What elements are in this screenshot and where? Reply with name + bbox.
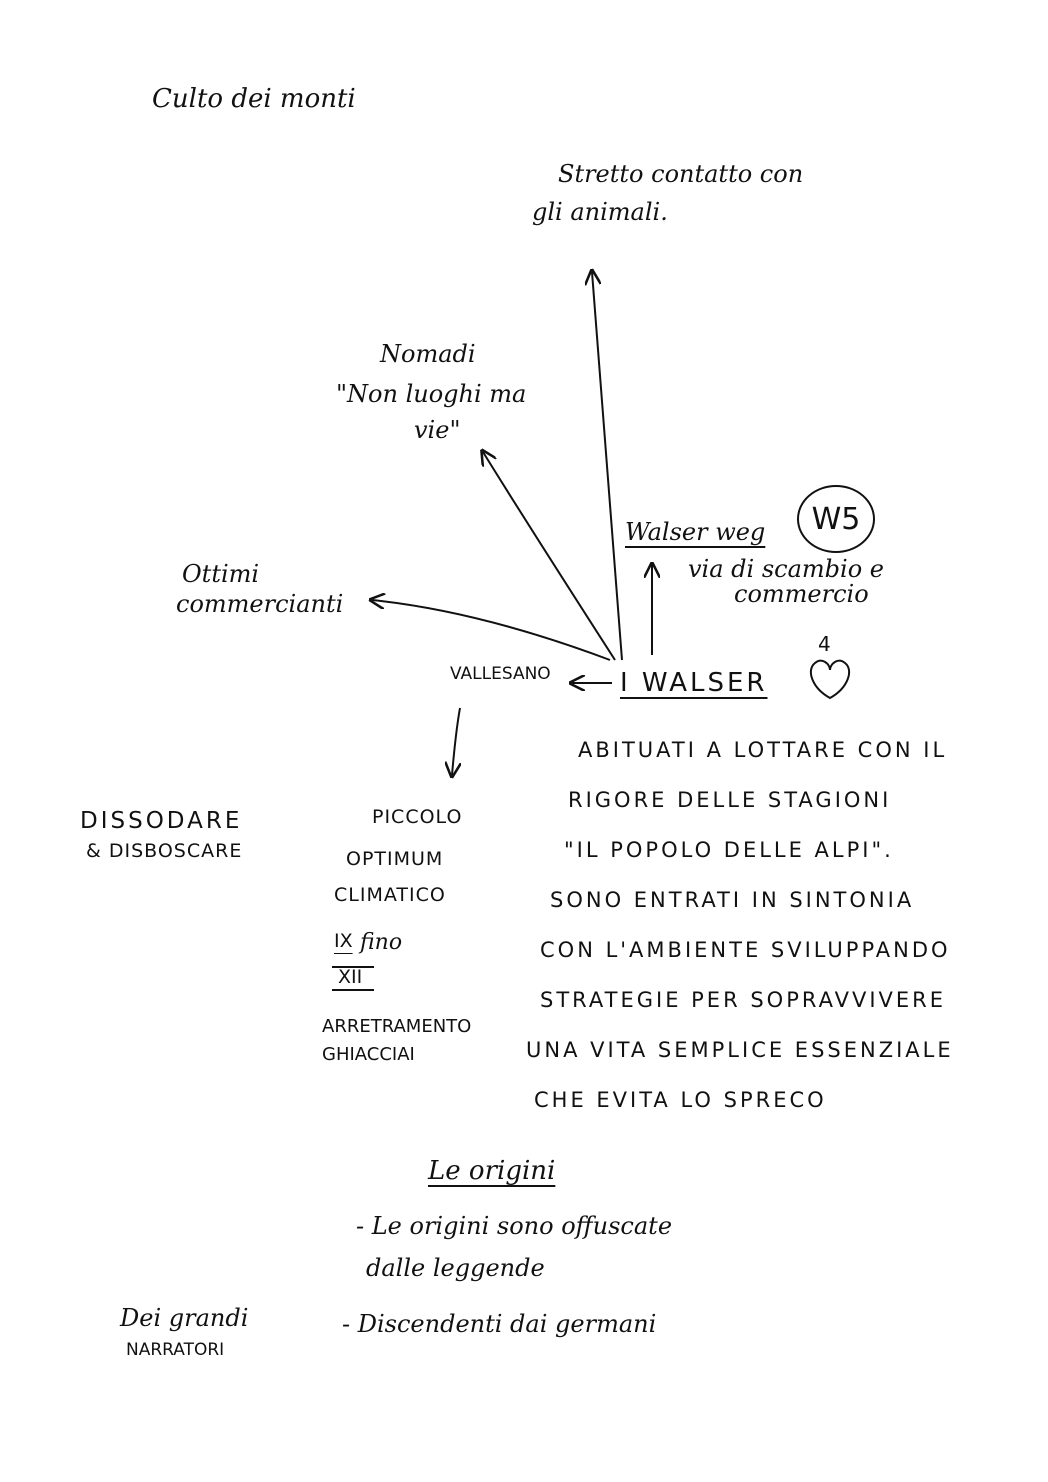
center-walser: I WALSER xyxy=(620,668,768,698)
piccolo-line-3: CLIMATICO xyxy=(334,884,446,906)
culto-text: Culto dei monti xyxy=(152,84,356,114)
abituati-line-3: "IL POPOLO DELLE ALPI". xyxy=(564,838,894,862)
narratori-line-2: NARRATORI xyxy=(126,1340,225,1360)
piccolo-line-1: PICCOLO xyxy=(372,806,463,828)
via-scambio-line-2: commercio xyxy=(734,580,869,608)
secolo-xii: XII xyxy=(338,966,363,988)
origini-title: Le origini xyxy=(428,1156,556,1186)
walser-weg-text: Walser weg xyxy=(625,518,766,546)
stretto-line-1: Stretto contatto con xyxy=(558,160,804,188)
arrow-to-stretto xyxy=(592,272,623,661)
arretramento-line-1: ARRETRAMENTO xyxy=(322,1016,472,1037)
piccolo-line-2: OPTIMUM xyxy=(346,848,444,870)
nomadi-title: Nomadi xyxy=(380,340,476,368)
abituati-line-8: CHE EVITA LO SPRECO xyxy=(534,1088,827,1112)
origini-line-1: - Le origini sono offuscate xyxy=(356,1212,673,1240)
narratori-line-1: Dei grandi xyxy=(120,1304,249,1332)
abituati-line-2: RIGORE DELLE STAGIONI xyxy=(568,788,892,812)
abituati-line-5: CON L'AMBIENTE SVILUPPANDO xyxy=(540,938,951,962)
abituati-line-4: SONO ENTRATI IN SINTONIA xyxy=(550,888,915,912)
heart-number: 4 xyxy=(818,632,831,656)
nomadi-line-2: "Non luoghi ma xyxy=(336,380,527,408)
ottimi-line-1: Ottimi xyxy=(182,560,260,588)
vallesano-text: VALLESANO xyxy=(450,664,551,684)
heart-icon xyxy=(810,659,850,700)
via-scambio-line-1: via di scambio e xyxy=(688,555,884,583)
secolo-fino: fino xyxy=(360,930,403,955)
arrow-to-piccolo xyxy=(452,707,460,775)
dissodare-line-2: & DISBOSCARE xyxy=(86,840,243,862)
arretramento-line-2: GHIACCIAI xyxy=(322,1044,415,1065)
secolo-ix: IX xyxy=(334,930,353,952)
nomadi-line-3: vie" xyxy=(414,416,461,444)
stretto-line-2: gli animali. xyxy=(532,198,668,226)
abituati-line-1: ABITUATI A LOTTARE CON IL xyxy=(578,738,948,762)
abituati-line-6: STRATEGIE PER SOPRAVVIVERE xyxy=(540,988,947,1012)
arrow-to-nomadi xyxy=(483,452,616,661)
ottimi-line-2: commercianti xyxy=(176,590,344,618)
abituati-line-7: UNA VITA SEMPLICE ESSENZIALE xyxy=(526,1038,954,1062)
arrow-to-commercianti xyxy=(372,600,611,661)
w5-badge: W5 xyxy=(797,485,875,553)
origini-line-3: - Discendenti dai germani xyxy=(342,1310,657,1338)
dissodare-line-1: DISSODARE xyxy=(80,808,243,834)
origini-line-2: dalle leggende xyxy=(366,1254,545,1282)
